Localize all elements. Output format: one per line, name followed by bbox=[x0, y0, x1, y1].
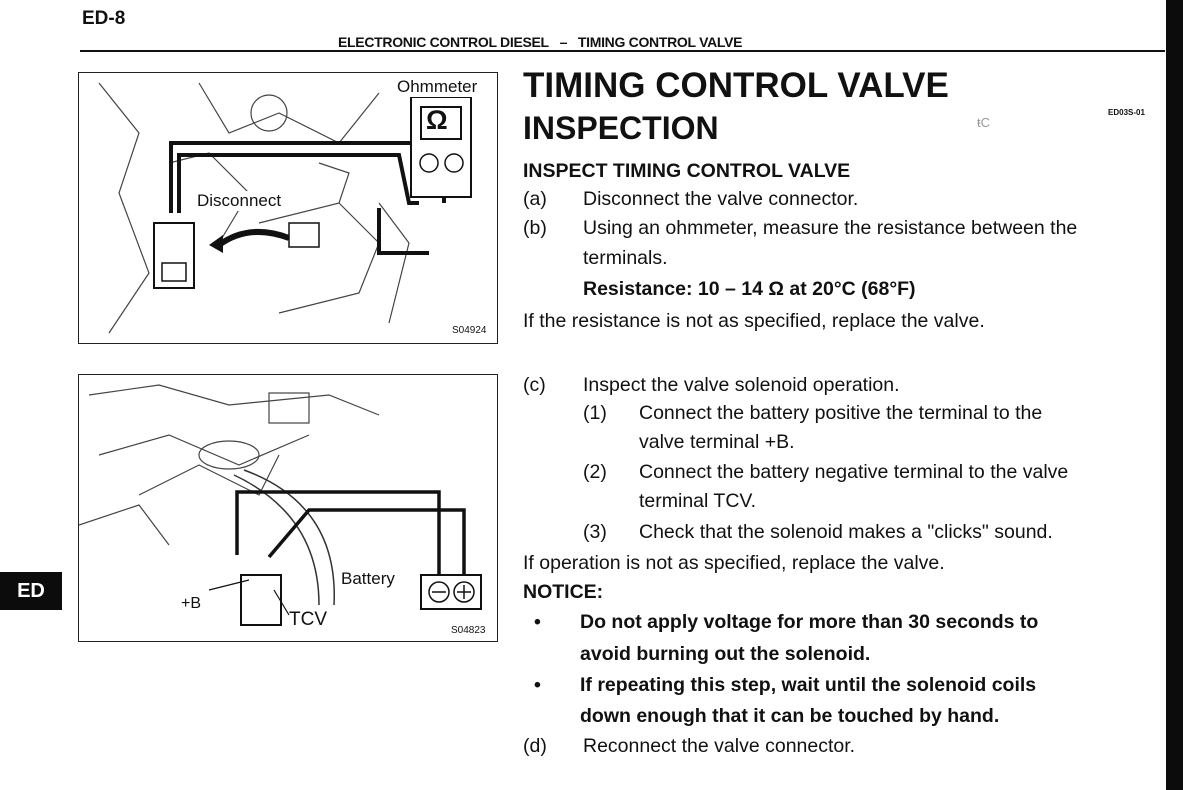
step-b-cont: terminals. bbox=[583, 247, 668, 269]
notice-1-cont: avoid burning out the solenoid. bbox=[580, 643, 871, 665]
figure-id: S04823 bbox=[451, 625, 486, 636]
figure-battery: Battery +B TCV S04823 bbox=[78, 374, 498, 642]
header-section: ELECTRONIC CONTROL DIESEL bbox=[338, 34, 549, 50]
header-separator: – bbox=[559, 34, 568, 50]
ohmmeter-diagram bbox=[98, 82, 472, 334]
resistance-spec: Resistance: 10 – 14 Ω at 20°C (68°F) bbox=[583, 278, 916, 300]
notice-2-cont: down enough that it can be touched by ha… bbox=[580, 705, 1000, 727]
scan-mark: ŧC bbox=[977, 115, 990, 130]
step-d: Reconnect the valve connector. bbox=[583, 735, 856, 757]
header-topic: TIMING CONTROL VALVE bbox=[577, 34, 743, 50]
plus-b-label: +B bbox=[181, 595, 202, 612]
operation-note: If operation is not as specified, replac… bbox=[523, 552, 945, 574]
step-c2-cont: terminal TCV. bbox=[639, 490, 757, 512]
ohmmeter-label: Ohmmeter bbox=[397, 77, 478, 97]
battery-diagram bbox=[78, 384, 482, 626]
bullet: • bbox=[534, 611, 541, 633]
resistance-note: If the resistance is not as specified, r… bbox=[523, 310, 985, 332]
step-label: (d) bbox=[523, 735, 547, 757]
step-c1-cont: valve terminal +B. bbox=[639, 431, 795, 453]
step-a: Disconnect the valve connector. bbox=[583, 188, 859, 210]
step-c3: Check that the solenoid makes a "clicks"… bbox=[639, 521, 1053, 543]
page-number: ED-8 bbox=[82, 8, 126, 29]
step-c1: Connect the battery positive the termina… bbox=[639, 402, 1043, 424]
page-title: TIMING CONTROL VALVE bbox=[523, 66, 949, 105]
header-rule bbox=[80, 50, 1165, 52]
notice-1: Do not apply voltage for more than 30 se… bbox=[580, 611, 1039, 633]
step-label: (2) bbox=[583, 461, 607, 483]
page-subtitle: INSPECTION bbox=[523, 110, 719, 146]
omega-symbol: Ω bbox=[426, 105, 448, 135]
figure-id: S04924 bbox=[452, 325, 487, 336]
step-label: (a) bbox=[523, 188, 547, 210]
section-heading: INSPECT TIMING CONTROL VALVE bbox=[523, 160, 851, 182]
notice-heading: NOTICE: bbox=[523, 581, 604, 603]
step-c2: Connect the battery negative terminal to… bbox=[639, 461, 1069, 483]
step-label: (3) bbox=[583, 521, 607, 543]
page-edge bbox=[1166, 0, 1183, 790]
step-c: Inspect the valve solenoid operation. bbox=[583, 374, 900, 396]
document-code: ED03S-01 bbox=[1108, 108, 1145, 117]
figure-ohmmeter: Ohmmeter Ω Disconnect S04924 bbox=[78, 72, 498, 344]
step-label: (c) bbox=[523, 374, 546, 396]
disconnect-label: Disconnect bbox=[197, 191, 282, 211]
bullet: • bbox=[534, 674, 541, 696]
step-b: Using an ohmmeter, measure the resistanc… bbox=[583, 217, 1078, 239]
step-label: (b) bbox=[523, 217, 547, 239]
battery-label: Battery bbox=[341, 569, 395, 588]
tcv-label: TCV bbox=[289, 609, 327, 630]
step-label: (1) bbox=[583, 402, 607, 424]
notice-2: If repeating this step, wait until the s… bbox=[580, 674, 1037, 696]
running-header: ELECTRONIC CONTROL DIESEL – TIMING CONTR… bbox=[338, 34, 743, 50]
side-tab: ED bbox=[0, 572, 62, 610]
